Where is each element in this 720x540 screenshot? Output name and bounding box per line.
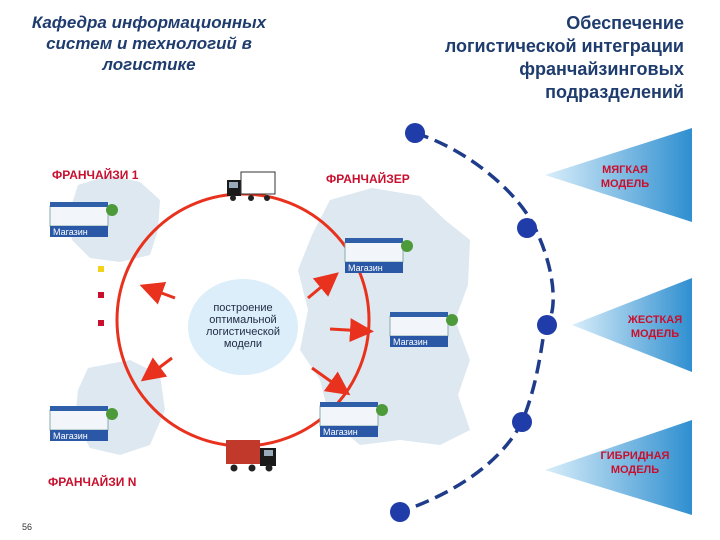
hard-model-line-1: ЖЕСТКАЯ [627,314,683,326]
node-hard [537,315,557,335]
soft-model-label: МЯГКАЯ МОДЕЛЬ [585,163,665,191]
soft-model-line-1: МЯГКАЯ [602,164,648,176]
bullet-red-1 [98,292,104,298]
store-icon-franchisor-upper [344,238,413,273]
arrow-to-store-middle [329,318,374,343]
node-hybrid [512,412,532,432]
node-top [405,123,425,143]
store-icon-franchisee-1 [49,202,118,237]
map-region-franchisee-1 [70,175,160,262]
soft-model-cone [545,128,692,222]
center-caption-line-1: построение [213,302,273,314]
department-title-line-2: систем и технологий в [46,34,252,53]
truck-top-icon [227,171,276,201]
franchisee-1-label: ФРАНЧАЙЗИ 1 [52,168,139,182]
hybrid-model-line-2: МОДЕЛЬ [610,464,660,476]
arrow-to-store-upper [307,272,339,300]
bullet-yellow [98,266,104,272]
page-number: 56 [22,522,33,532]
hybrid-model-cone [545,420,692,515]
department-title-line-3: логистике [102,55,196,74]
store-label-franchisee-n: Магазин [53,431,88,441]
franchisor-label: ФРАНЧАЙЗЕР [326,172,410,186]
franchisee-n-label: ФРАНЧАЙЗИ N [48,475,137,489]
hybrid-model-label: ГИБРИДНАЯ МОДЕЛЬ [590,449,680,477]
store-icon-franchisor-lower [319,402,388,437]
store-label-franchisor-middle: Магазин [393,337,428,347]
bullet-red-2 [98,320,104,326]
slide-title: Обеспечение логистической интеграции фра… [354,12,684,104]
hard-model-cone [572,278,692,372]
store-label-franchisor-lower: Магазин [323,427,358,437]
node-soft [517,218,537,238]
arrow-to-franchisee-1-top [139,281,176,305]
center-caption-line-2: оптимальной [209,314,277,326]
arrow-to-franchisee-n [140,356,173,382]
department-title-line-1: Кафедра информационных [31,13,267,32]
center-bubble [188,279,298,375]
hybrid-model-line-1: ГИБРИДНАЯ [600,450,670,462]
center-caption-line-4: модели [223,338,263,350]
node-bottom [390,502,410,522]
hard-model-label: ЖЕСТКАЯ МОДЕЛЬ [612,313,698,341]
truck-bottom-icon [226,440,276,472]
slide-title-line-1: Обеспечение [566,13,684,33]
store-icon-franchisor-middle [389,312,458,347]
store-icon-franchisee-n [49,406,118,441]
slide-title-line-3: франчайзинговых [519,59,684,79]
slide-title-line-4: подразделений [545,82,684,102]
slide-title-line-2: логистической интеграции [444,36,684,56]
soft-model-line-2: МОДЕЛЬ [600,178,650,190]
store-label-franchisee-1: Магазин [53,227,88,237]
store-label-franchisor-upper: Магазин [348,263,383,273]
department-title: Кафедра информационных систем и технолог… [4,12,294,75]
center-caption: построение оптимальной логистической мод… [188,302,298,350]
arrow-to-store-lower [311,366,351,396]
hard-model-line-2: МОДЕЛЬ [630,328,680,340]
center-caption-line-3: логистической [205,326,281,338]
